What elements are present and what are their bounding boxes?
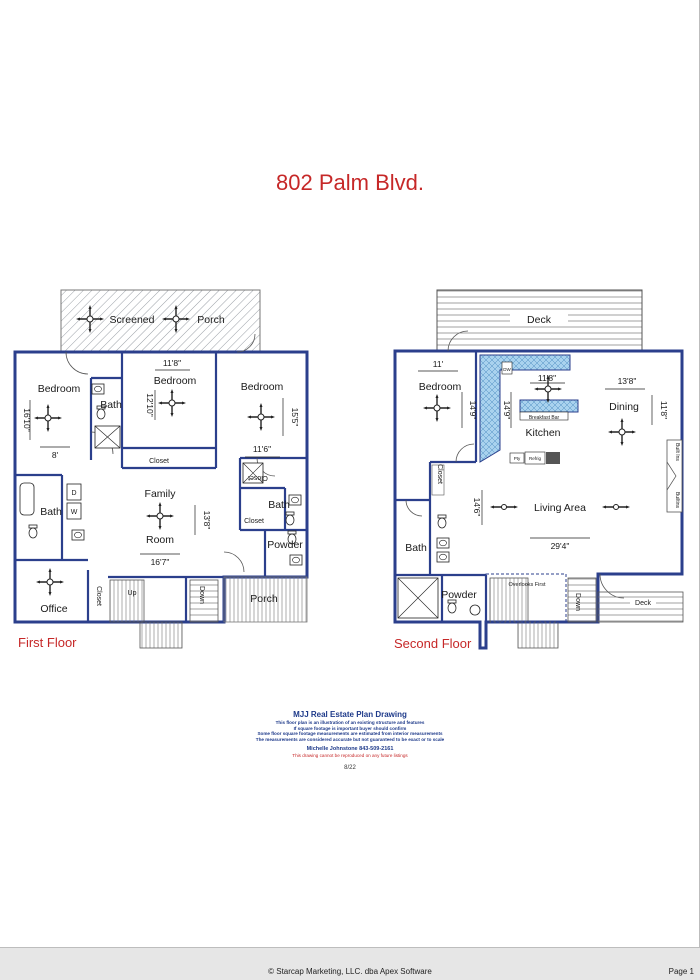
refrig-label: Refrig <box>529 456 542 461</box>
room-porch-screened: Porch <box>197 314 225 326</box>
room-deck-top: Deck <box>527 314 552 326</box>
room-office: Office <box>40 603 67 615</box>
room-screened: Screened <box>110 314 155 326</box>
first-floor-label: First Floor <box>18 635 77 650</box>
room-kitchen: Kitchen <box>525 427 560 439</box>
disclaimer-heading: MJJ Real Estate Plan Drawing <box>293 710 407 719</box>
floor-plan-drawing: Screened Porch <box>13 289 684 650</box>
room-deck-bottom: Deck <box>635 600 651 607</box>
room-bath-top: Bath <box>100 399 122 411</box>
room-closet-right2: Closet <box>244 518 264 525</box>
dim-dining-h: 11'8" <box>659 401 669 419</box>
dim-kitchen-h: 14'9" <box>502 401 512 420</box>
washer-label: W <box>71 509 78 516</box>
disclaimer-line: The measurements are considered accurate… <box>255 737 445 743</box>
dim-bedroom-mid-w: 11'8" <box>163 358 181 368</box>
disclaimer-notice: This drawing cannot be reproduced on any… <box>292 752 408 758</box>
dim-living-h: 14'6" <box>472 498 482 517</box>
disclaimer-date: 8/22 <box>344 764 356 771</box>
second-floor-label: Second Floor <box>394 636 472 651</box>
first-floor-plan: Screened Porch <box>13 289 309 649</box>
plan-disclaimer: MJJ Real Estate Plan Drawing This floor … <box>200 710 500 772</box>
dim-bedroom-right-h: 15'5" <box>290 408 300 427</box>
room-dining: Dining <box>609 401 639 413</box>
room-bath-right: Bath <box>268 499 290 511</box>
room-living-area: Living Area <box>534 502 586 514</box>
dim-living-w: 29'4" <box>551 541 570 551</box>
room-bath-left: Bath <box>40 506 62 518</box>
room-bedroom-second: Bedroom <box>419 381 462 393</box>
room-closet-mid: Closet <box>149 458 169 465</box>
disclaimer-line: If square footage is important buyer sho… <box>293 725 407 731</box>
disclaimer-line: Some floor square footage measurements a… <box>257 731 443 737</box>
dim-bedroom-second-h: 14'9" <box>468 401 478 420</box>
overlooks-first-label: Overlooks First <box>509 582 546 588</box>
room-powder-first: Powder <box>267 539 303 551</box>
plan-sheet <box>0 0 700 948</box>
dim-bedroom-mid-h: 12'10" <box>145 393 155 417</box>
builtins-bottom-label: Builtins <box>674 492 680 509</box>
copyright-text: © Starcap Marketing, LLC. dba Apex Softw… <box>268 967 432 976</box>
dim-kitchen-w: 11'8" <box>538 373 556 383</box>
dim-family-w: 16'7" <box>151 557 170 567</box>
stairs-up-label: Up <box>128 590 137 597</box>
stairs-down-label: Down <box>198 586 205 604</box>
builtins-top-label: Built Ins <box>674 443 680 461</box>
room-bath-second: Bath <box>405 542 427 554</box>
room-bedroom-left: Bedroom <box>38 383 81 395</box>
dim-bedroom-left-h: 16'10" <box>22 408 32 432</box>
dim-bedroom-left-w: 8' <box>52 450 59 460</box>
room-closet-second: Closet <box>436 464 443 484</box>
dim-bedroom-second-w: 11' <box>433 359 444 369</box>
dim-family-h: 13'8" <box>202 511 212 530</box>
stairs-down-second-label: Down <box>574 593 581 611</box>
room-family: Family <box>145 488 177 500</box>
disclaimer-contact: Michelle Johnstone 843-509-2161 <box>306 745 394 752</box>
dw-label: DW <box>503 367 511 372</box>
dim-dining-w: 13'8" <box>618 376 637 386</box>
room-powder-second: Powder <box>441 589 477 601</box>
second-floor-plan: Deck Breakfast Bar DW Pty Refrig Bu <box>393 289 684 650</box>
room-closet-right: Closet <box>248 474 268 481</box>
page-footer: © Starcap Marketing, LLC. dba Apex Softw… <box>0 964 700 980</box>
room-closet-office: Closet <box>95 586 102 606</box>
room-bedroom-mid: Bedroom <box>154 375 197 387</box>
dryer-label: D <box>71 490 76 497</box>
room-bedroom-right: Bedroom <box>241 381 284 393</box>
disclaimer-line: This floor plan is an illustration of an… <box>275 720 425 725</box>
room-porch-first: Porch <box>250 593 278 605</box>
pantry-label: Pty <box>514 456 521 461</box>
property-title: 802 Palm Blvd. <box>276 170 424 195</box>
dim-bedroom-right-w: 11'6" <box>253 444 271 454</box>
breakfast-bar-label: Breakfast Bar <box>529 415 560 421</box>
page-number: Page 1 <box>668 967 694 976</box>
room-family-room: Room <box>146 534 174 546</box>
